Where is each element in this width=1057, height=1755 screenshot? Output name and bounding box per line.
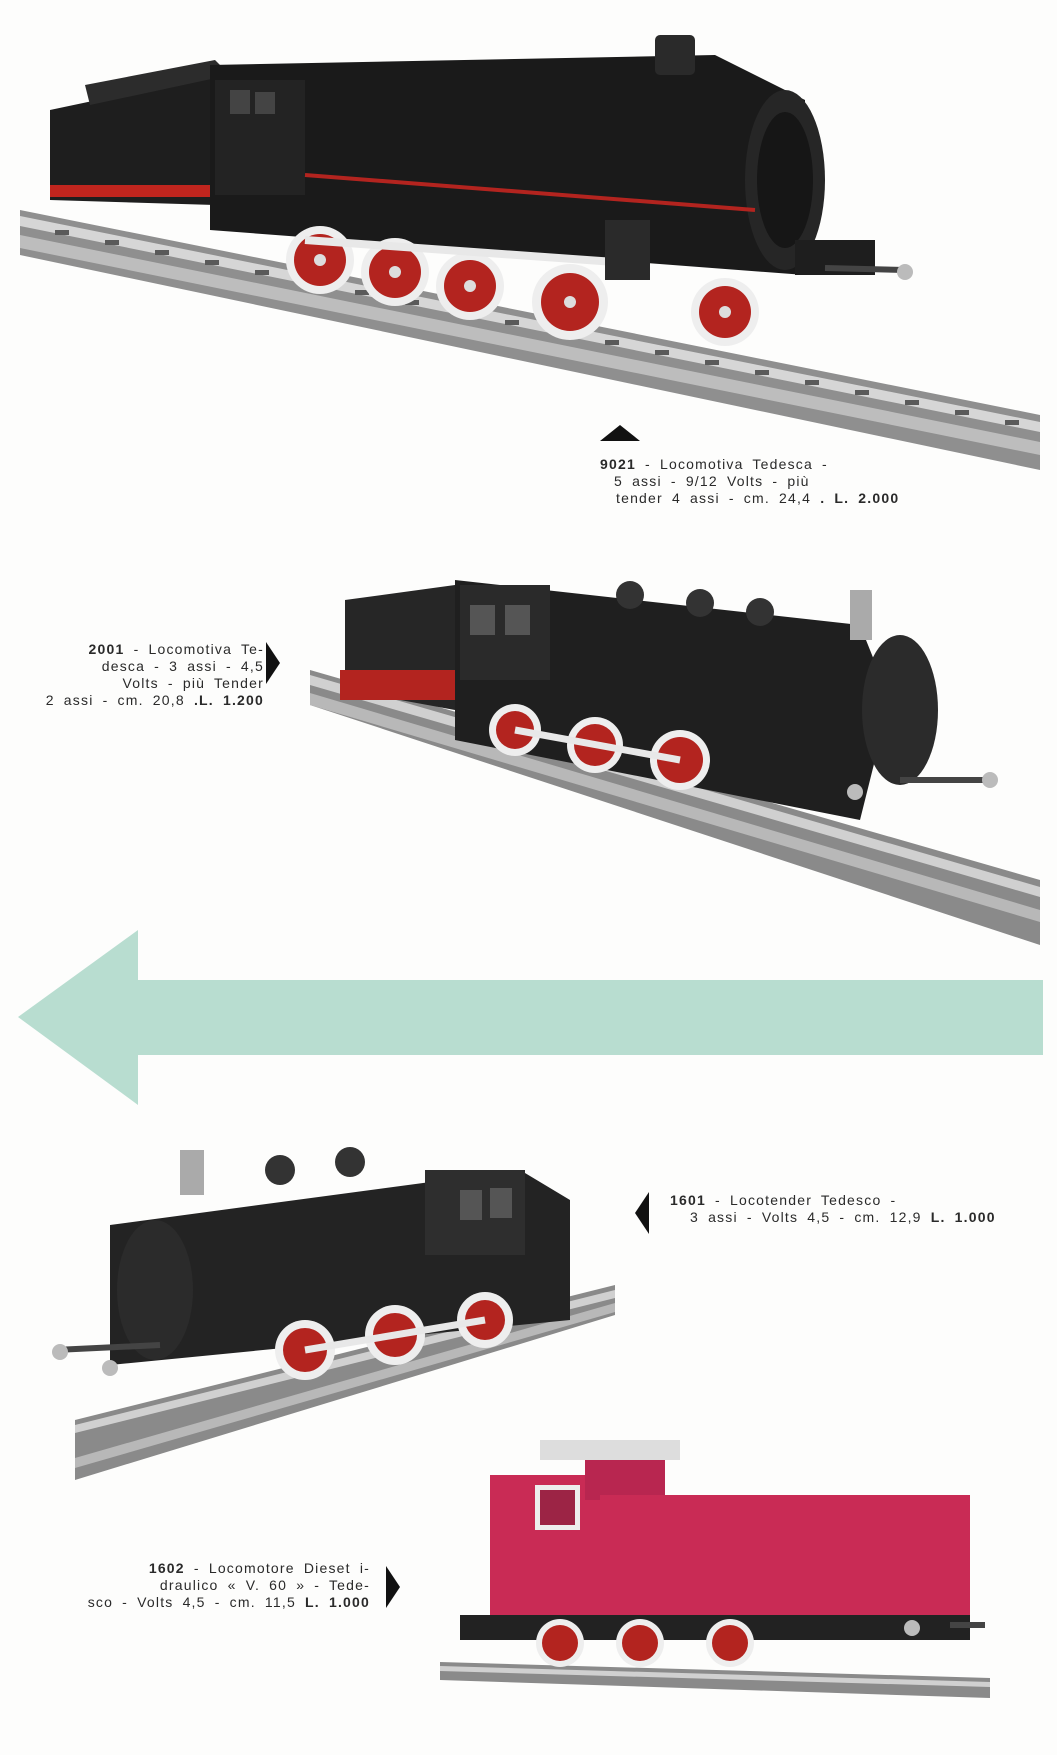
- locomotive-9021-image: [15, 30, 1045, 470]
- item-code: 2001: [88, 641, 125, 657]
- diesel-body: [460, 1440, 985, 1640]
- up-triangle-icon: [600, 425, 640, 441]
- item-code: 1601: [670, 1192, 706, 1208]
- wheels: [286, 220, 759, 346]
- locotender-body: [52, 1147, 570, 1376]
- caption-1602: 1602 - Locomotore Dieset i- draulico « V…: [87, 1560, 370, 1610]
- tender: [340, 585, 460, 710]
- caption-9021: 9021 - Locomotiva Tedesca - 5 assi - 9/1…: [600, 456, 900, 506]
- item-code: 1602: [148, 1560, 185, 1576]
- locomotive-1601-image: [50, 1140, 620, 1490]
- track: [440, 1662, 990, 1698]
- item-price: . L. 2.000: [820, 490, 900, 506]
- caption-1601: 1601 - Locotender Tedesco - 3 assi - Vol…: [670, 1192, 996, 1225]
- tender: [50, 60, 240, 205]
- right-triangle-icon: [386, 1566, 400, 1608]
- locomotive-1602-image: [440, 1430, 995, 1710]
- track: [20, 210, 1040, 470]
- locomotive-2001-image: [300, 560, 1045, 950]
- left-arrow-icon: [18, 930, 1043, 1105]
- item-price: L. 1.000: [305, 1594, 370, 1610]
- boiler: [210, 35, 913, 280]
- caption-2001: 2001 - Locomotiva Te- desca - 3 assi - 4…: [45, 641, 264, 708]
- right-triangle-icon: [266, 642, 280, 684]
- left-triangle-icon: [635, 1192, 649, 1234]
- wheels: [536, 1619, 754, 1667]
- item-code: 9021: [600, 456, 636, 472]
- wheels: [489, 704, 710, 790]
- item-price: .L. 1.200: [193, 692, 264, 708]
- wheels: [275, 1292, 513, 1380]
- item-price: L. 1.000: [930, 1209, 996, 1225]
- boiler: [455, 580, 998, 820]
